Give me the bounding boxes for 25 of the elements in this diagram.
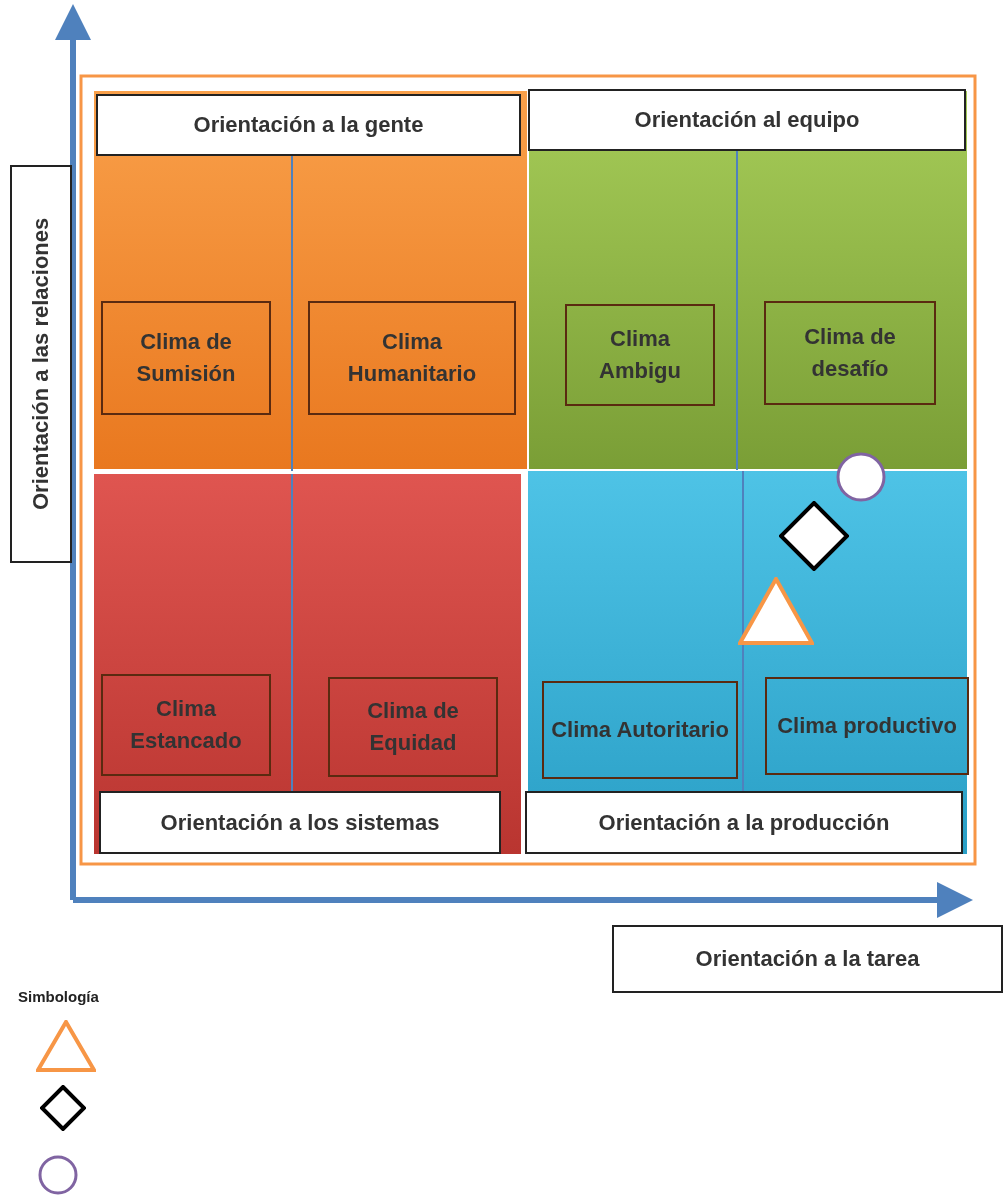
label-box: Orientación a las relaciones xyxy=(10,165,72,563)
legend-heading: Simbología xyxy=(18,988,99,1005)
climate-box: Clima Estancado xyxy=(101,674,271,776)
quadrant-panel xyxy=(93,473,522,855)
label-box: Orientación a la tarea xyxy=(612,925,1003,993)
quadrant-panel xyxy=(528,90,968,470)
climate-box: Clima de desafío xyxy=(764,301,936,405)
diamond-marker xyxy=(40,1085,86,1131)
climate-box: Clima Autoritario xyxy=(542,681,738,779)
diamond-marker xyxy=(779,501,849,571)
triangle-marker xyxy=(738,577,814,645)
climate-box: Clima Ambigu xyxy=(565,304,715,406)
climate-box: Clima de Sumisión xyxy=(101,301,271,415)
label-box: Orientación a la gente xyxy=(96,94,521,156)
quadrant-panel xyxy=(93,90,528,470)
climate-box: Clima de Equidad xyxy=(328,677,498,777)
climate-box: Clima productivo xyxy=(765,677,969,775)
circle-marker xyxy=(38,1155,78,1195)
label-box: Orientación a los sistemas xyxy=(99,791,501,854)
climate-box: Clima Humanitario xyxy=(308,301,516,415)
quadrant-panel xyxy=(527,470,968,855)
label-box: Orientación al equipo xyxy=(528,89,966,151)
label-box: Orientación a la producción xyxy=(525,791,963,854)
triangle-marker xyxy=(36,1020,96,1072)
circle-marker xyxy=(836,452,886,502)
